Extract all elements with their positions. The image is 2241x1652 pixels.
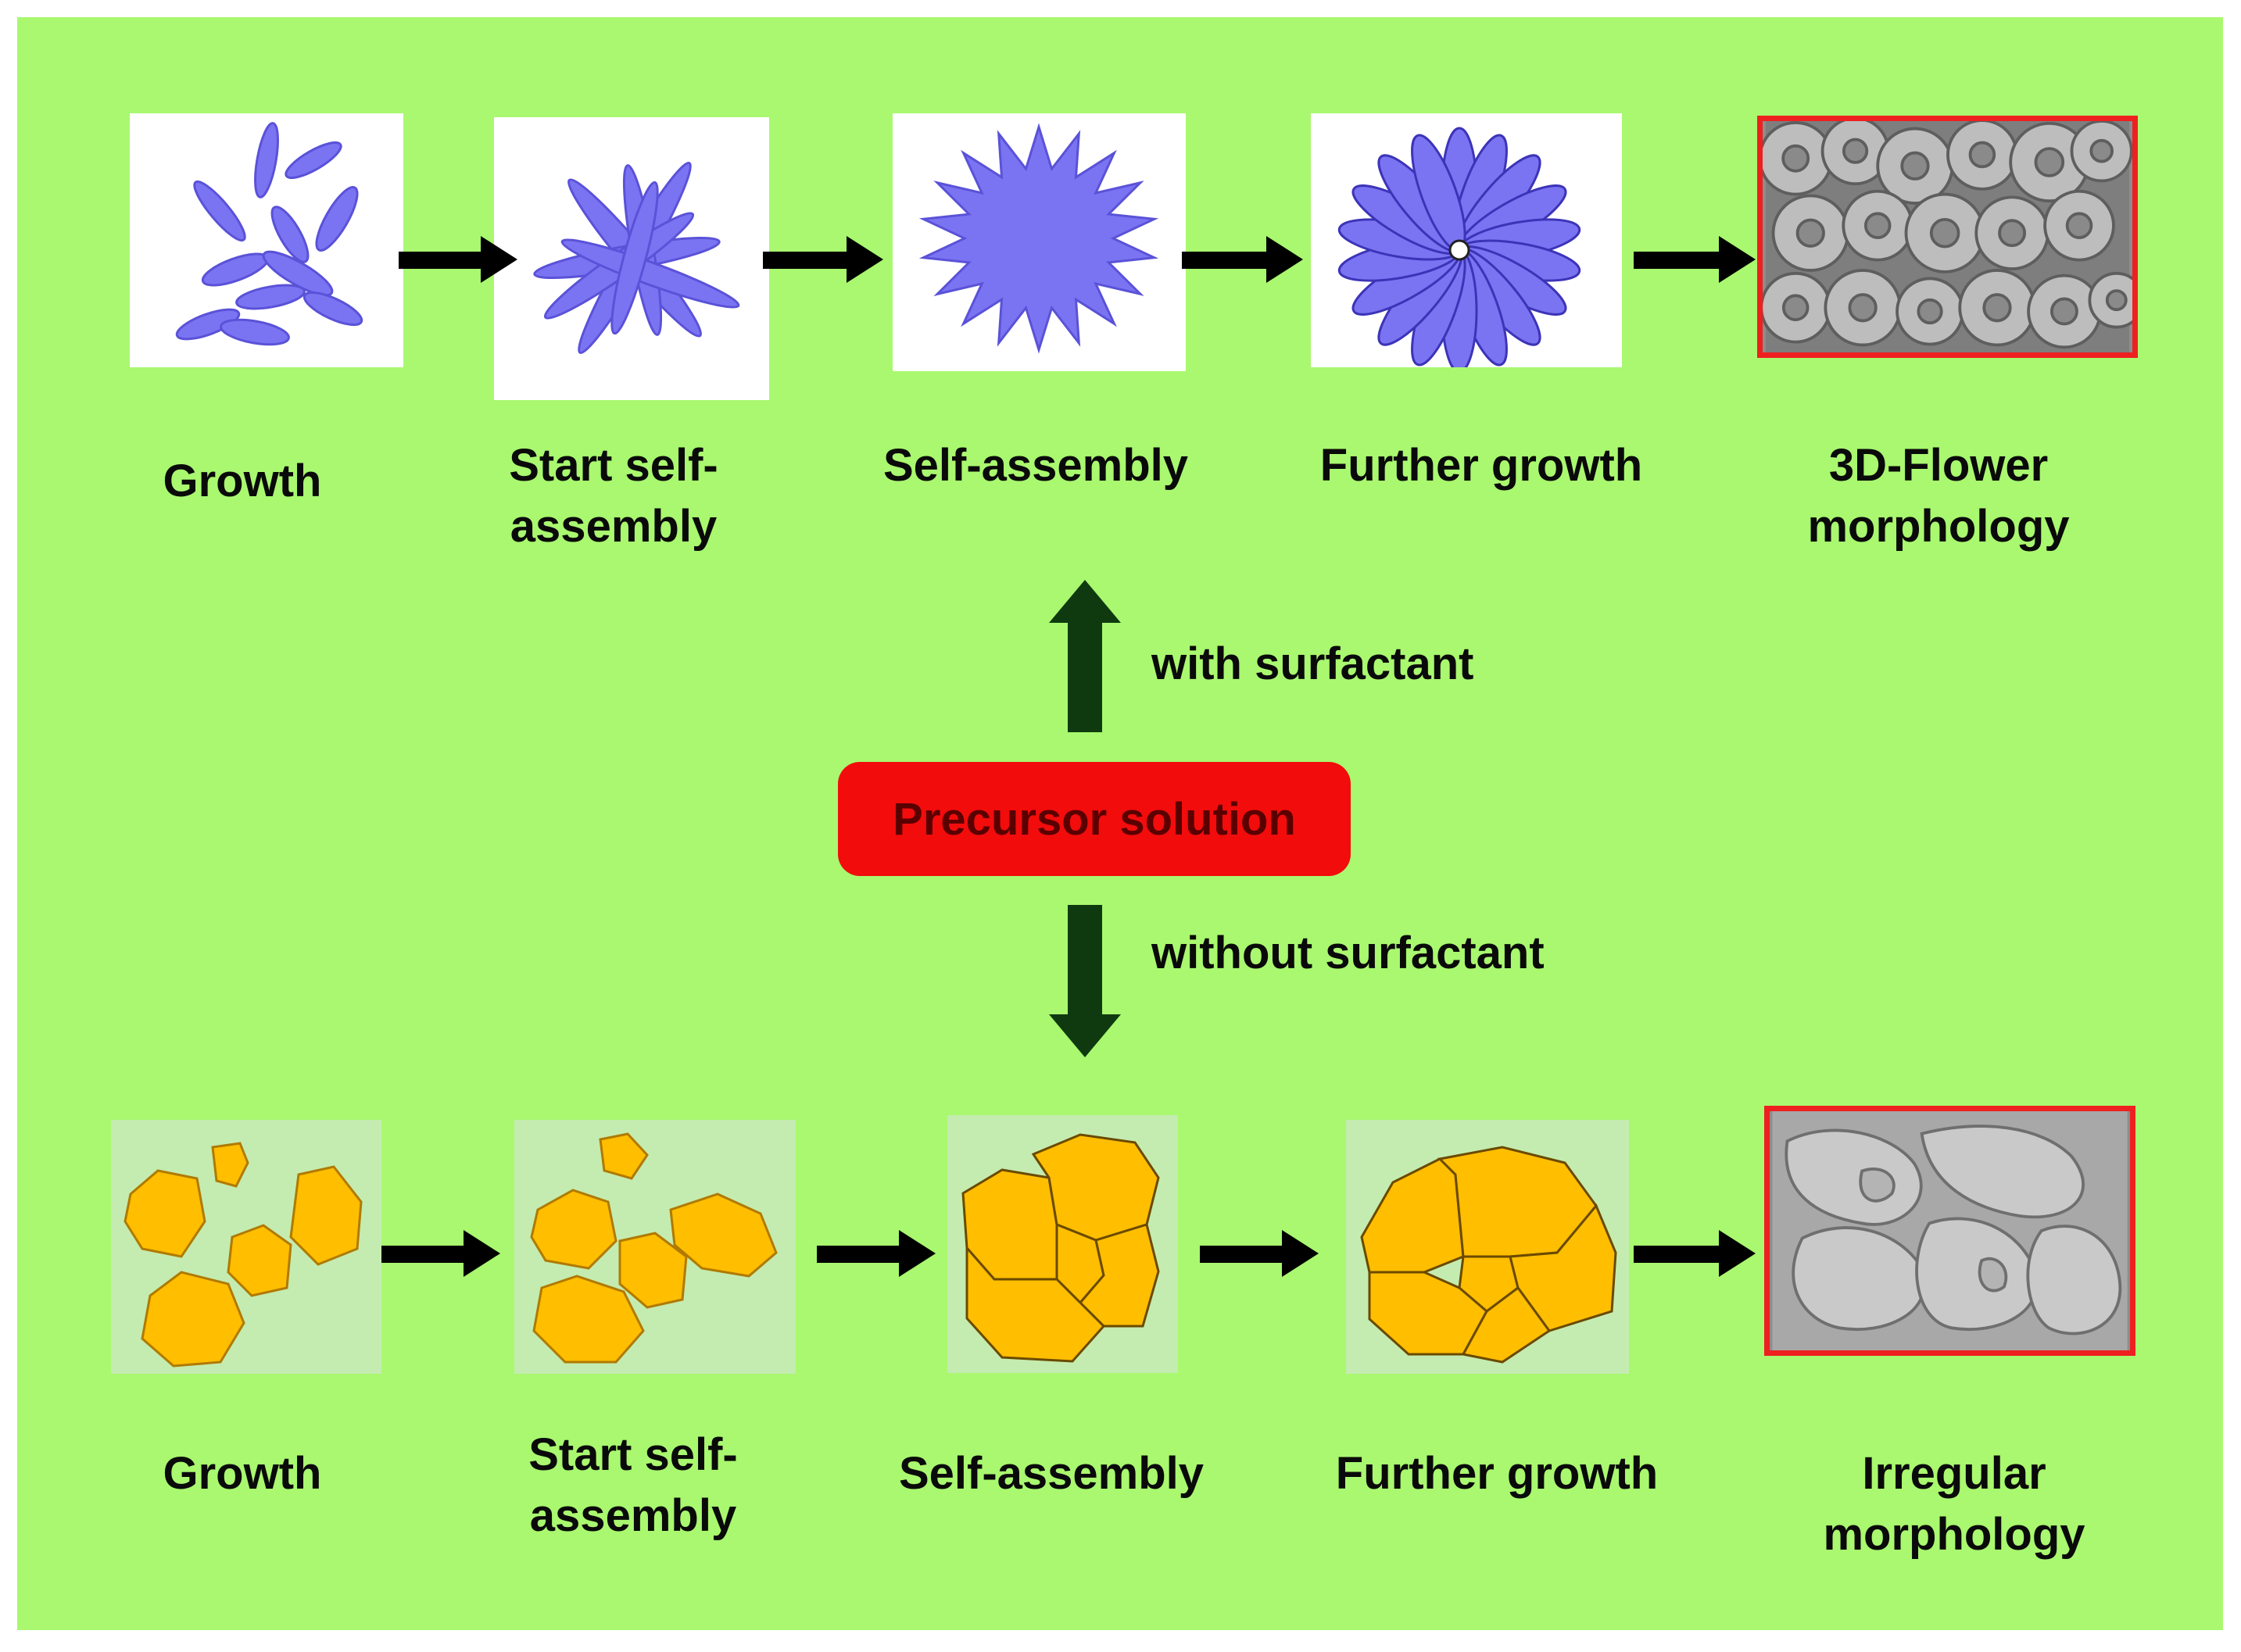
blue-needles-scattered-icon (175, 122, 363, 346)
top-arrow-4 (1634, 236, 1756, 283)
bottom-arrow-4 (1634, 1230, 1756, 1277)
bottom-self-assembly-tile (947, 1115, 1178, 1373)
top-label-2: Start self-assembly (509, 440, 718, 552)
top-label-3: Self-assembly (882, 440, 1189, 491)
top-self-assembly-tile (893, 113, 1186, 371)
top-start-self-assembly-tile (494, 117, 769, 400)
bottom-label-3: Self-assembly (898, 1448, 1205, 1499)
bottom-start-self-assembly-tile (514, 1120, 796, 1374)
sem-flower-texture (1763, 121, 2132, 352)
bottom-arrow-2 (817, 1230, 936, 1277)
precursor-solution-box: Precursor solution (838, 762, 1351, 876)
top-sem-flower-image (1757, 116, 2138, 358)
bottom-label-2: Start self-assembly (528, 1429, 738, 1541)
top-arrow-2 (763, 236, 883, 283)
bottom-label-4: Further growth (1335, 1448, 1659, 1499)
orange-cluster-icon (961, 1133, 1160, 1363)
blue-star-icon (918, 123, 1159, 354)
blue-needles-gathering-icon (533, 161, 740, 355)
orange-large-cluster-icon (1360, 1146, 1617, 1364)
up-arrow (1049, 580, 1121, 732)
top-label-4: Further growth (1319, 440, 1643, 491)
precursor-label: Precursor solution (893, 793, 1296, 845)
top-further-growth-tile (1311, 113, 1622, 367)
bottom-growth-tile (111, 1120, 381, 1374)
sem-irregular-texture (1772, 1111, 2128, 1350)
bottom-further-growth-tile (1346, 1120, 1629, 1374)
down-arrow (1049, 905, 1121, 1057)
top-arrow-1 (399, 236, 517, 283)
without-surfactant-label: without surfactant (1151, 928, 1545, 978)
top-arrow-3 (1182, 236, 1303, 283)
bottom-label-1: Growth (163, 1448, 322, 1499)
blue-flower-icon (1337, 127, 1581, 367)
bottom-arrow-1 (381, 1230, 500, 1277)
bottom-arrow-3 (1200, 1230, 1319, 1277)
top-growth-tile (130, 113, 403, 367)
top-label-1: Growth (163, 456, 322, 506)
orange-particles-scattered-icon (124, 1142, 363, 1368)
bottom-sem-irregular-image (1764, 1106, 2135, 1356)
with-surfactant-label: with surfactant (1151, 638, 1474, 689)
orange-particles-gathering-icon (530, 1132, 778, 1364)
